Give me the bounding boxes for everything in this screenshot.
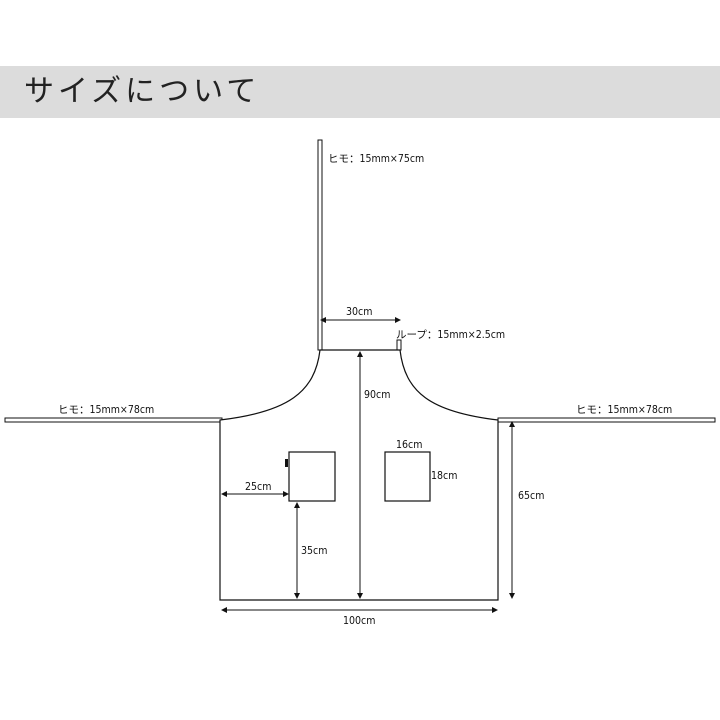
bottom-width-label: 100cm: [343, 615, 375, 627]
side-length-label: 65cm: [518, 490, 544, 502]
left-pocket: [288, 451, 336, 502]
neck-strap-label: ヒモ：15mm×75cm: [328, 153, 424, 165]
right-strap-label: ヒモ：15mm×78cm: [576, 404, 672, 416]
left-strap: [4, 417, 223, 423]
neck-strap: [317, 139, 323, 351]
length-label: 90cm: [364, 389, 390, 401]
pocket-height-label: 18cm: [431, 470, 457, 482]
loop: [396, 339, 402, 351]
pocket-width-label: 16cm: [396, 439, 422, 451]
pocket-from-bottom-label: 35cm: [301, 545, 327, 557]
pocket-offset-label: 25cm: [245, 481, 271, 493]
top-width-label: 30cm: [346, 306, 372, 318]
loop-label: ループ：15mm×2.5cm: [396, 329, 505, 341]
left-strap-label: ヒモ：15mm×78cm: [58, 404, 154, 416]
pocket-tab: [285, 459, 288, 467]
header-band: [0, 66, 720, 118]
right-strap: [497, 417, 716, 423]
right-pocket: [384, 451, 431, 502]
page-title: サイズについて: [24, 74, 261, 109]
